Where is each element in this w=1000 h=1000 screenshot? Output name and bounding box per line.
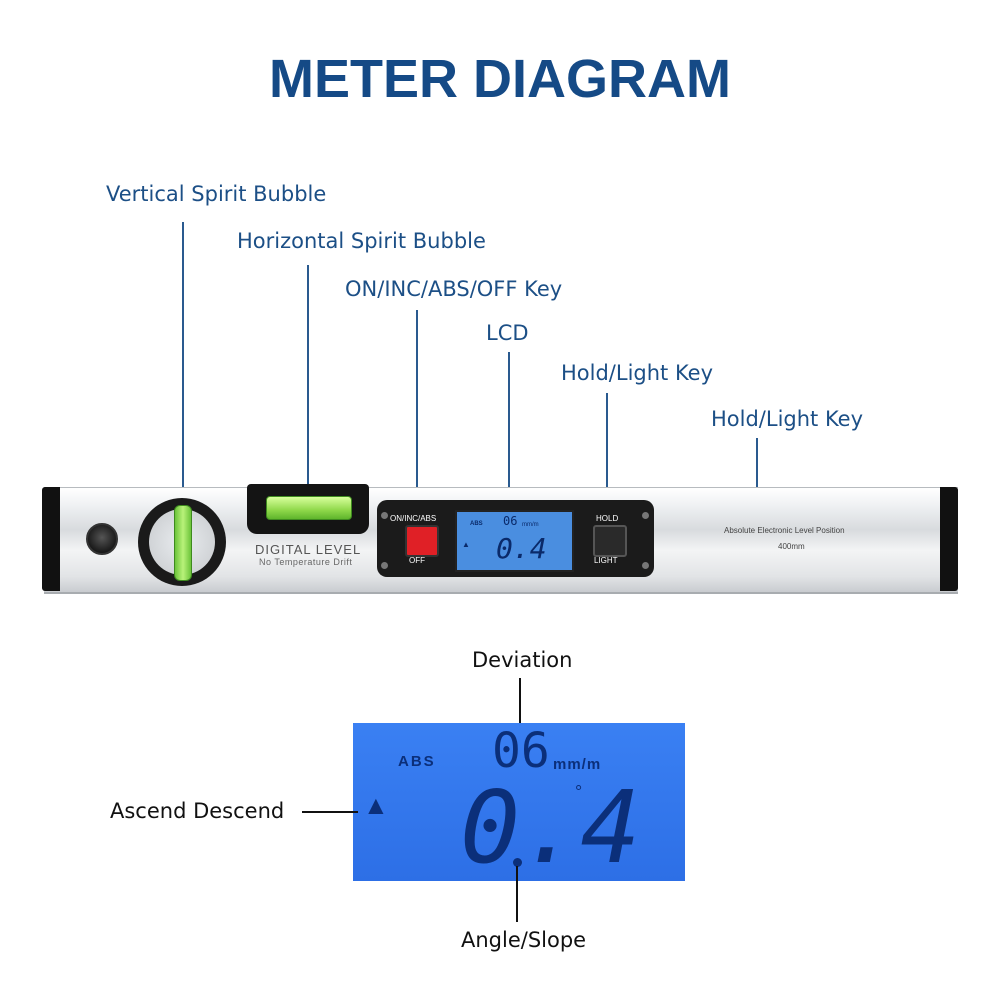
length-label: 400mm — [778, 542, 805, 551]
angle-slope-leader — [516, 866, 518, 922]
screw-icon — [642, 562, 649, 569]
horizontal-bubble-leader — [307, 265, 309, 507]
brand-text: DIGITAL LEVEL — [255, 542, 362, 557]
side-description: Absolute Electronic Level Position — [724, 526, 845, 535]
lcd-detail-screen — [353, 723, 685, 881]
small-lcd-deviation: 06 — [503, 514, 518, 528]
hold-key-label: Hold/Light Key — [561, 361, 714, 385]
power-key-label: ON/INC/ABS/OFF Key — [345, 277, 563, 301]
hanging-hole — [86, 523, 118, 555]
lcd-angle-value: 0.4 — [460, 769, 641, 886]
lcd-deviation-value: 06 — [492, 723, 550, 779]
power-button-top-label: ON/INC/ABS — [390, 514, 437, 523]
horizontal-spirit-bubble — [266, 496, 352, 520]
tagline-text: No Temperature Drift — [259, 557, 353, 567]
hold-button-top-label: HOLD — [596, 514, 619, 523]
hold-button-bottom-label: LIGHT — [594, 556, 618, 565]
power-button[interactable] — [405, 525, 439, 557]
deviation-leader — [519, 678, 521, 724]
deviation-label: Deviation — [472, 648, 573, 672]
angle-marker-dot — [513, 858, 522, 867]
power-button-bottom-label: OFF — [409, 556, 425, 565]
small-lcd-angle: 0.4 — [496, 532, 547, 565]
hold-key-leader — [606, 393, 608, 538]
right-end-cap — [940, 487, 958, 591]
small-lcd-screen — [455, 510, 574, 572]
ascend-descend-leader — [302, 811, 358, 813]
page-title: METER DIAGRAM — [269, 49, 731, 109]
hold-key-label-2: Hold/Light Key — [711, 407, 864, 431]
lcd-deviation-unit: mm/m — [553, 756, 602, 773]
lcd-leader — [508, 352, 510, 522]
vertical-spirit-bubble — [174, 505, 192, 581]
screw-icon — [381, 562, 388, 569]
lcd-label: LCD — [486, 321, 529, 345]
ascend-descend-triangle-icon: ▲ — [363, 790, 389, 820]
small-lcd-unit: mm/m — [522, 522, 539, 528]
hold-key-2-leader — [756, 438, 758, 510]
vertical-bubble-leader — [182, 222, 184, 522]
screw-icon — [642, 512, 649, 519]
vertical-bubble-label: Vertical Spirit Bubble — [106, 182, 327, 206]
horizontal-bubble-label: Horizontal Spirit Bubble — [237, 229, 486, 253]
lcd-mode-indicator: ABS — [398, 753, 436, 770]
lcd-degree-icon: ° — [575, 782, 583, 802]
left-end-cap — [42, 487, 60, 591]
ascend-descend-label: Ascend Descend — [110, 799, 285, 823]
angle-slope-label: Angle/Slope — [461, 928, 587, 952]
power-key-leader — [416, 310, 418, 537]
small-lcd-mode: ABS — [470, 521, 483, 527]
hold-light-button[interactable] — [593, 525, 627, 557]
small-lcd-direction-icon: ▲ — [462, 540, 470, 549]
screw-icon — [381, 512, 388, 519]
